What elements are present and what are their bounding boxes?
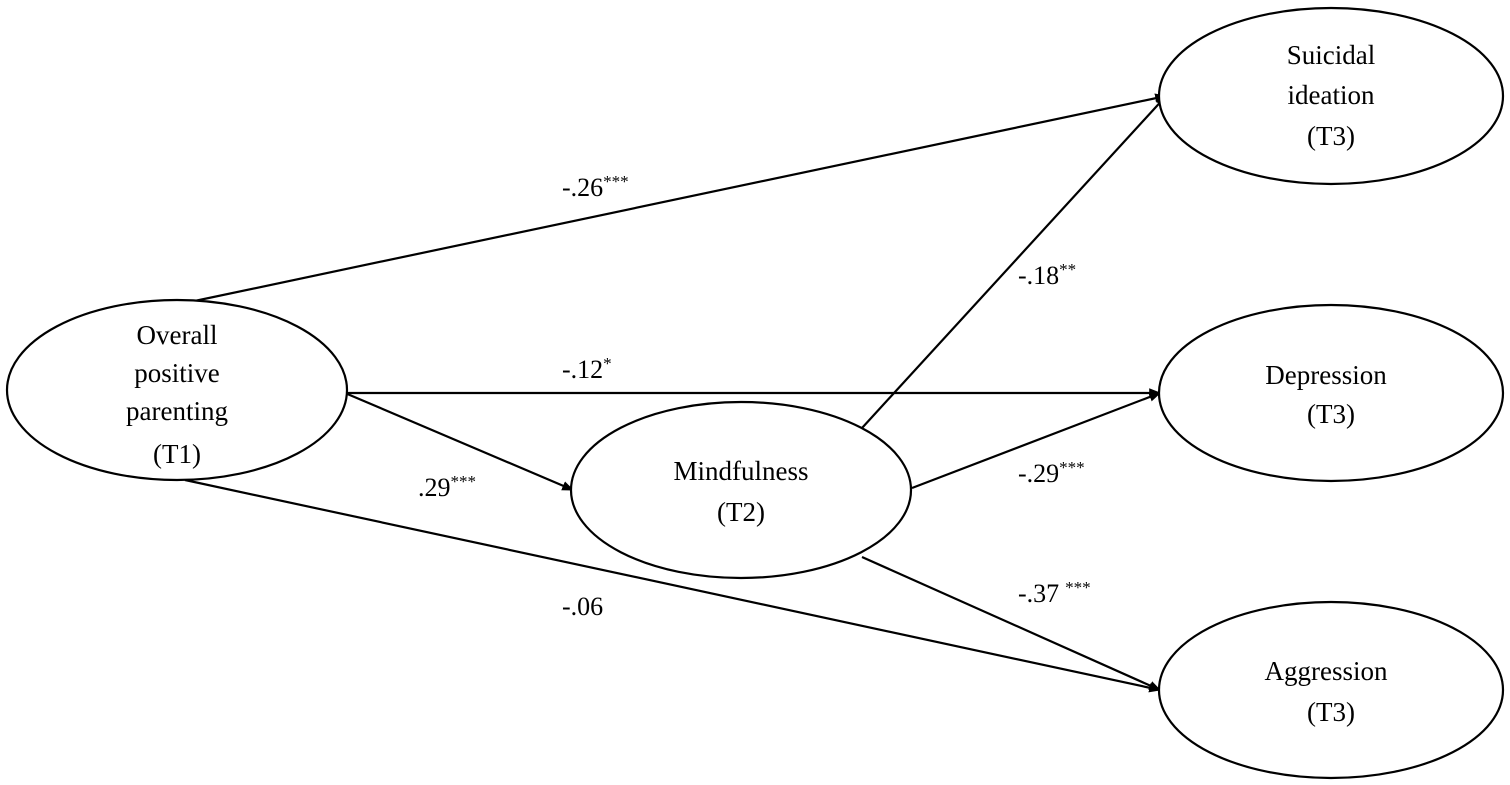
node-depression-line-2: (T3) <box>1307 399 1355 429</box>
coef-parenting-suicidal: -.26 <box>562 173 603 202</box>
node-parenting-line-3: parenting <box>126 396 228 426</box>
edge-parenting-to-suicidal <box>184 93 1168 305</box>
coef-parenting-depression: -.12 <box>562 355 603 384</box>
coef-parenting-aggression: -.06 <box>562 592 603 621</box>
node-aggression-line-1: Aggression <box>1265 656 1388 686</box>
edge-mindfulness-to-aggression <box>861 555 1162 692</box>
node-suicidal-line-2: ideation <box>1288 80 1375 110</box>
coef-mindfulness-aggression: -.37 <box>1018 579 1059 608</box>
edge-parenting-to-aggression <box>184 478 1162 693</box>
node-depression-line-1: Depression <box>1265 360 1387 390</box>
coef-mindfulness-suicidal: -.18 <box>1018 261 1059 290</box>
sig-parenting-depression: * <box>603 354 612 373</box>
sig-parenting-suicidal: *** <box>603 172 629 191</box>
sig-mindfulness-aggression: *** <box>1065 578 1091 597</box>
sig-mindfulness-suicidal: ** <box>1059 260 1076 279</box>
node-suicidal-ideation: Suicidal ideation (T3) <box>1157 6 1505 186</box>
node-aggression: Aggression (T3) <box>1157 600 1505 780</box>
node-suicidal-line-1: Suicidal <box>1287 40 1376 70</box>
label-parenting-mindfulness: .29*** <box>418 472 476 502</box>
node-overall-positive-parenting: Overall positive parenting (T1) <box>5 298 349 482</box>
node-mindfulness-line-1: Mindfulness <box>674 456 809 486</box>
sig-parenting-mindfulness: *** <box>451 472 477 491</box>
node-aggression-line-2: (T3) <box>1307 697 1355 727</box>
node-depression: Depression (T3) <box>1157 303 1505 483</box>
label-parenting-depression: -.12* <box>562 354 612 384</box>
coef-parenting-mindfulness: .29 <box>418 473 451 502</box>
node-parenting-line-2: positive <box>134 358 220 388</box>
node-mindfulness-line-2: (T2) <box>717 497 765 527</box>
label-mindfulness-aggression: -.37 *** <box>1018 578 1091 608</box>
sig-mindfulness-depression: *** <box>1059 458 1085 477</box>
edge-mindfulness-to-suicidal <box>861 95 1167 429</box>
edge-parenting-to-mindfulness <box>344 391 575 492</box>
node-parenting-line-4: (T1) <box>153 439 201 469</box>
coef-mindfulness-depression: -.29 <box>1018 459 1059 488</box>
node-mindfulness: Mindfulness (T2) <box>569 400 913 580</box>
node-suicidal-line-3: (T3) <box>1307 121 1355 151</box>
label-mindfulness-depression: -.29*** <box>1018 458 1085 488</box>
node-parenting-line-1: Overall <box>137 320 218 350</box>
label-parenting-aggression: -.06 <box>562 592 603 621</box>
edge-mindfulness-to-depression <box>911 391 1162 490</box>
label-mindfulness-suicidal: -.18** <box>1018 260 1076 290</box>
label-parenting-suicidal: -.26*** <box>562 172 629 202</box>
